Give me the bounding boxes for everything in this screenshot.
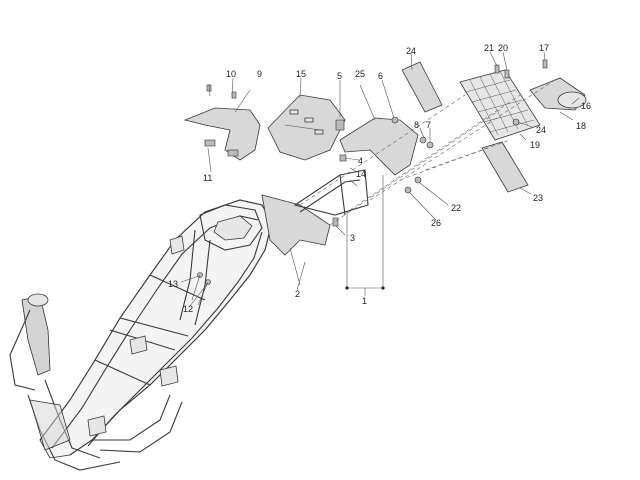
- callout-24-lower: 23: [533, 193, 544, 203]
- callout-23: 26: [431, 218, 442, 228]
- callout-18: 18: [576, 121, 587, 131]
- callout-8: 8: [414, 120, 420, 130]
- part-5-clip: [335, 119, 345, 131]
- part-6-fastener: [391, 116, 399, 124]
- part-25-fastener: [512, 118, 520, 126]
- callout-21: 21: [484, 43, 495, 53]
- callout-5: 5: [337, 71, 343, 81]
- callout-1-bracket: [345, 175, 385, 296]
- part-26-fender: [339, 84, 419, 176]
- callout-4: 4: [358, 156, 364, 166]
- part-9-rear-panel: [183, 89, 261, 161]
- callout-26: 25: [355, 69, 366, 79]
- part-11-clips: [204, 139, 239, 157]
- part-24-upper-reflector: [401, 61, 443, 113]
- callout-11: 11: [203, 173, 213, 183]
- callout-13: 13: [168, 279, 179, 289]
- part-2-bracket: [261, 194, 331, 286]
- part-10-screws: [206, 84, 237, 99]
- part-7-8-fasteners: [419, 136, 434, 149]
- assembly-lines: [299, 79, 556, 226]
- part-17-screw: [542, 59, 548, 69]
- callout-15: 15: [296, 69, 307, 79]
- callout-19: 19: [530, 140, 541, 150]
- callout-22: 22: [451, 203, 462, 213]
- callout-1: 1: [362, 296, 368, 306]
- callout-25: 24: [536, 125, 547, 135]
- callout-3: 3: [350, 233, 356, 243]
- scooter-frame: [9, 199, 273, 471]
- callout-14: 14: [356, 169, 367, 179]
- callout-2: 2: [295, 289, 301, 299]
- part-15-shield: [267, 94, 346, 161]
- part-19-plate-holder: [459, 69, 541, 141]
- callout-10: 10: [226, 69, 237, 79]
- part-16-18-license-light: [529, 77, 587, 111]
- callout-17: 17: [539, 43, 550, 53]
- part-14-support: [293, 169, 369, 216]
- part-24-lower-reflector: [481, 141, 529, 193]
- callout-7: 7: [426, 120, 432, 130]
- part-3-screw: [332, 217, 346, 236]
- callout-9: 9: [257, 69, 263, 79]
- callout-24-upper: 24: [406, 46, 417, 56]
- callout-6: 6: [378, 71, 384, 81]
- callout-20: 20: [498, 43, 509, 53]
- callout-12: 12: [183, 304, 194, 314]
- callout-leaders: [180, 51, 580, 307]
- callout-16: 16: [581, 101, 592, 111]
- part-22-23-fasteners: [404, 176, 422, 194]
